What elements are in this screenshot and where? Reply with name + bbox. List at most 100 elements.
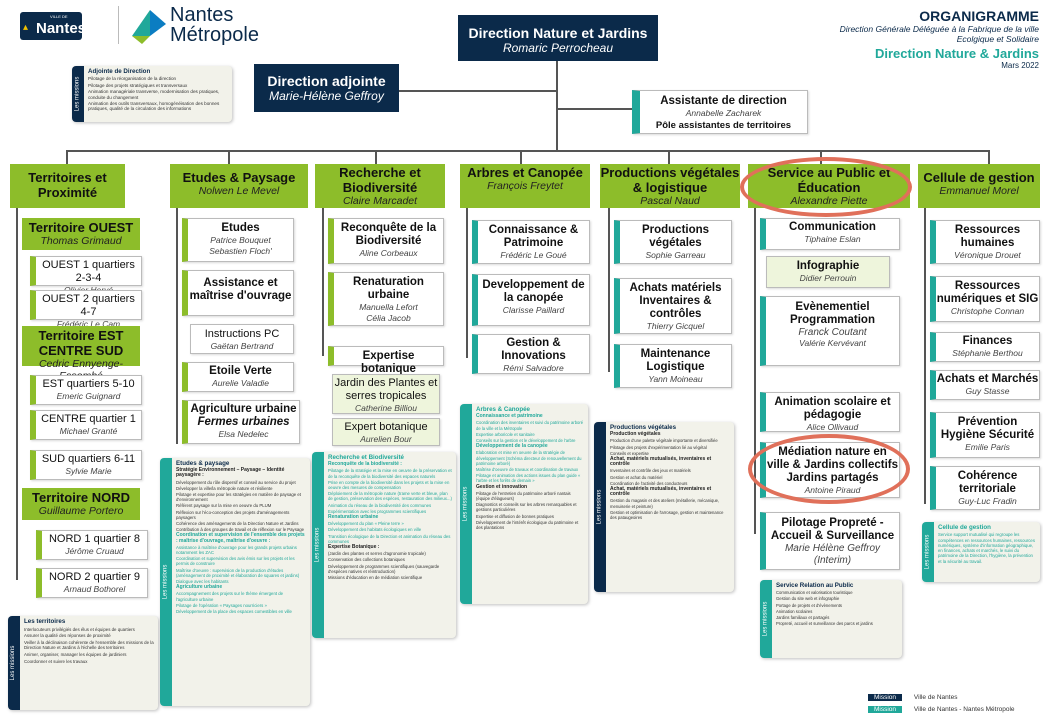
assistante-name: Annabelle Zacharek <box>685 108 762 118</box>
mission-item: Pilotage des projets stratégiques et tra… <box>88 82 188 88</box>
drop-recherche <box>375 150 377 164</box>
logo-separator <box>118 6 119 44</box>
drop-arbres <box>520 150 522 164</box>
legend-row-ville: Mission Ville de Nantes <box>868 694 957 701</box>
communication-box: Communication Tiphaine Eslan <box>760 218 900 250</box>
column-arbres-title: Arbres et Canopée <box>467 165 583 180</box>
direction-box: Direction Nature et Jardins Romaric Perr… <box>458 15 658 61</box>
mission-arbres: Les missions Arbres & Canopée Connaissan… <box>460 404 588 604</box>
territoires-spine <box>16 208 18 580</box>
territoire-ouest: Territoire OUEST Thomas Grimaud <box>22 218 140 250</box>
mission-etudes: Les missions Etudes & paysage Stratégie … <box>160 458 310 706</box>
column-cellule-name: Emmanuel Morel <box>939 185 1019 197</box>
recherche-spine <box>322 208 324 356</box>
column-etudes: Etudes & Paysage Nolwen Le Mevel <box>170 164 308 208</box>
territoire-centre: CENTRE quartier 1 Michael Granté <box>30 410 142 440</box>
animation-box: Animation scolaire et pédagogie Alice Ol… <box>760 392 900 432</box>
territoire-ouest2: OUEST 2 quartiers 4-7 Frédéric Le Cam <box>30 290 142 329</box>
achats-materiels-box: Achats matériels Inventaires & contrôles… <box>614 278 732 334</box>
territoire-est-quartiers: EST quartiers 5-10 Emeric Guignard <box>30 375 142 405</box>
mission-territoires: Les missions Les territoires Interlocute… <box>8 616 158 710</box>
cellule-spine <box>924 208 926 504</box>
territoire-nord: Territoire NORD Guillaume Portero <box>22 488 140 520</box>
prod-vegetales-box: Productions végétales Sophie Garreau <box>614 220 732 264</box>
expertise-box: Expertise botanique <box>328 346 444 375</box>
etoile-box: Etoile Verte Aurelie Valadie <box>182 362 294 392</box>
mission-item: Animation des outils transversaux, homog… <box>88 101 220 112</box>
column-productions-name: Pascal Naud <box>640 195 700 207</box>
territoire-nord1: NORD 1 quartier 8 Jérôme Cruaud <box>36 530 148 560</box>
etudes-box: Etudes Patrice Bouquet Sebastien Floch' <box>182 218 294 262</box>
column-productions-title: Productions végétales & logistique <box>600 165 740 195</box>
mission-recherche: Les missions Recherche et Biodiversité R… <box>312 452 456 638</box>
connector-horizontal <box>66 150 990 152</box>
column-productions: Productions végétales & logistique Pasca… <box>600 164 740 208</box>
direction-name: Romaric Perrocheau <box>502 41 614 55</box>
legend-row-metro: Mission Ville de Nantes - Nantes Métropo… <box>868 706 1015 713</box>
jardin-box: Jardin des Plantes et serres tropicales … <box>332 374 440 414</box>
assistance-box: Assistance et maîtrise d'ouvrage <box>182 270 294 316</box>
page-subtitle: Direction Générale Déléguée à la Fabriqu… <box>839 24 1039 44</box>
connector-assistante <box>556 108 632 110</box>
etudes-spine <box>176 208 178 444</box>
column-territoires: Territoires et Proximité <box>10 164 125 208</box>
adjointe-title: Direction adjointe <box>267 73 386 89</box>
drop-territoires <box>66 150 68 164</box>
column-cellule-title: Cellule de gestion <box>923 170 1035 185</box>
highlight-service <box>740 157 912 217</box>
column-recherche-title: Recherche et Biodiversité <box>339 165 421 195</box>
column-etudes-name: Nolwen Le Mevel <box>198 185 280 197</box>
mission-cellule: Les missions Cellule de gestion Service … <box>922 522 1040 582</box>
column-arbres: Arbres et Canopée François Freytet <box>460 164 590 208</box>
assistante-title: Assistante de direction <box>660 95 787 107</box>
mission-productions: Les missions Productions végétales Produ… <box>594 422 734 592</box>
rh-box: Ressources humaines Véronique Drouet <box>930 220 1040 264</box>
assistante-box: Assistante de direction Annabelle Zachar… <box>632 90 808 134</box>
column-recherche-name: Claire Marcadet <box>342 195 418 207</box>
territoire-sud: SUD quartiers 6-11 Sylvie Marie <box>30 450 142 480</box>
developpement-box: Developpement de la canopée Clarisse Pai… <box>472 274 590 326</box>
legend-label-metro: Ville de Nantes - Nantes Métropole <box>913 706 1015 713</box>
column-cellule: Cellule de gestion Emmanuel Morel <box>918 164 1040 208</box>
finances-box: Finances Stéphanie Berthou <box>930 332 1040 362</box>
legend-badge-navy: Mission <box>868 694 903 701</box>
agri-box: Agriculture urbaine Fermes urbaines Elsa… <box>182 400 300 444</box>
logo-metropole-line2: Métropole <box>170 24 259 46</box>
coherence-box: Cohérence territoriale Guy-Luc Fradin <box>930 466 1040 510</box>
header-block: ORGANIGRAMME Direction Générale Déléguée… <box>829 8 1039 70</box>
prevention-box: Prévention Hygiène Sécurité Emilie Paris <box>930 412 1040 458</box>
reconquete-box: Reconquête de la Biodiversité Aline Corb… <box>328 218 444 264</box>
logo-nantes-mark: ▴ <box>23 22 29 33</box>
instructions-box: Instructions PC Gaëtan Bertrand <box>190 324 294 354</box>
mission-adjointe-title: Adjointe de Direction <box>88 68 151 75</box>
ressources-num-box: Ressources numériques et SIG Christophe … <box>930 276 1040 322</box>
drop-cellule <box>988 150 990 164</box>
page-title: ORGANIGRAMME <box>919 8 1039 24</box>
adjointe-name: Marie-Hélène Geffroy <box>269 89 384 103</box>
service-spine <box>754 208 756 534</box>
legend: Mission Ville de Nantes Mission Ville de… <box>868 694 1040 716</box>
header-date: Mars 2022 <box>1001 61 1039 70</box>
logo-nantes: VILLE DE Nantes ▴ <box>20 12 86 40</box>
logo-nantes-ville: VILLE DE <box>50 14 68 19</box>
connector-adjointe <box>398 90 556 92</box>
mission-service: Les missions Service Relation au Public … <box>760 580 902 658</box>
mission-item: Animation managériale transverse, modern… <box>88 89 220 100</box>
maintenance-box: Maintenance Logistique Yann Moineau <box>614 344 732 388</box>
legend-label-ville: Ville de Nantes <box>913 694 958 701</box>
logo-nantes-text: Nantes <box>36 20 87 37</box>
productions-spine <box>608 208 610 372</box>
column-arbres-name: François Freytet <box>487 180 563 192</box>
adjointe-box: Direction adjointe Marie-Hélène Geffroy <box>254 64 399 112</box>
assistante-pole: Pôle assistantes de territoires <box>655 120 792 131</box>
expert-box: Expert botanique Aurelien Bour <box>332 418 440 446</box>
arbres-spine <box>466 208 468 358</box>
mission-adjointe-side: Les missions <box>72 66 84 122</box>
territoire-nord2: NORD 2 quartier 9 Arnaud Bothorel <box>36 568 148 598</box>
achats-marches-box: Achats et Marchés Guy Stasse <box>930 370 1040 400</box>
logo-metropole-icon <box>132 10 166 44</box>
logo-metropole-line1: Nantes <box>170 4 234 26</box>
pilotage-box: Pilotage Propreté - Accueil & Surveillan… <box>760 512 900 570</box>
territoire-est: Territoire EST CENTRE SUD Cedric Ennyeng… <box>22 326 140 382</box>
direction-title: Direction Nature et Jardins <box>468 25 648 41</box>
